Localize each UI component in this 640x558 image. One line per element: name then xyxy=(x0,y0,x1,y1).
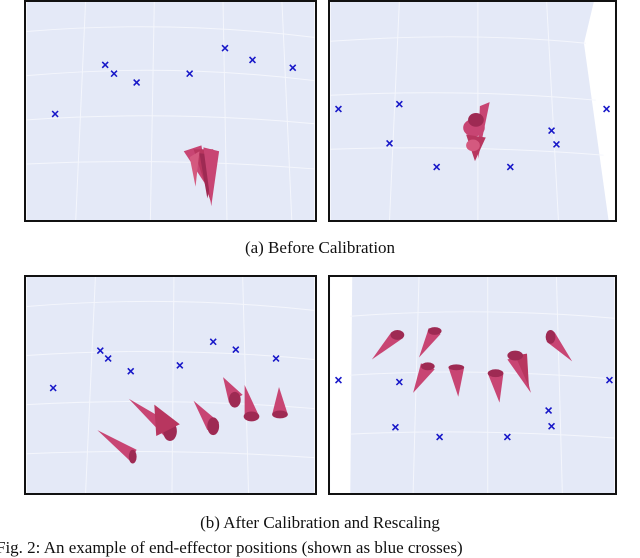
cross-marker xyxy=(232,346,240,354)
panel-before-right-render xyxy=(330,2,615,220)
cross-marker xyxy=(506,163,514,171)
cross-marker xyxy=(334,376,342,384)
panel-before-left-render xyxy=(26,2,315,220)
cones xyxy=(97,377,288,464)
cross-marker xyxy=(605,376,613,384)
marker-crosses xyxy=(51,44,297,118)
cone-cluster xyxy=(183,145,220,207)
cross-marker xyxy=(186,70,194,78)
cross-marker xyxy=(110,70,118,78)
cross-marker xyxy=(248,56,256,64)
cross-marker xyxy=(289,64,297,72)
panel-after-left-render xyxy=(26,277,315,493)
panel-before-left xyxy=(24,0,317,222)
cross-marker xyxy=(133,79,141,87)
cross-marker xyxy=(548,127,556,135)
cross-marker xyxy=(221,44,229,52)
cone-cluster xyxy=(463,102,490,162)
cross-marker xyxy=(395,100,403,108)
panel-after-left xyxy=(24,275,317,495)
cross-marker xyxy=(127,367,135,375)
cross-marker xyxy=(49,384,57,392)
panel-after-right-render xyxy=(330,277,615,493)
cross-marker xyxy=(209,338,217,346)
cross-marker xyxy=(334,105,342,113)
cross-marker xyxy=(51,110,59,118)
cross-marker xyxy=(386,139,394,147)
caption-before: (a) Before Calibration xyxy=(244,238,396,257)
cross-marker xyxy=(548,422,556,430)
cross-marker xyxy=(503,433,511,441)
cross-marker xyxy=(545,407,553,415)
cones xyxy=(371,327,573,403)
cross-marker xyxy=(272,354,280,362)
cross-marker xyxy=(436,433,444,441)
grid-lines xyxy=(26,2,315,220)
figure-caption-partial: Fig. 2: An example of end-effector posit… xyxy=(0,538,463,557)
cross-marker xyxy=(395,378,403,386)
cross-marker xyxy=(96,347,104,355)
cross-marker xyxy=(104,354,112,362)
cross-marker xyxy=(433,163,441,171)
cross-marker xyxy=(603,105,611,113)
cross-marker xyxy=(391,423,399,431)
caption-after: (b) After Calibration and Rescaling xyxy=(200,513,440,532)
cross-marker xyxy=(101,61,109,69)
cross-marker xyxy=(552,140,560,148)
panel-after-right xyxy=(328,275,617,495)
cross-marker xyxy=(176,361,184,369)
panel-before-right xyxy=(328,0,617,222)
